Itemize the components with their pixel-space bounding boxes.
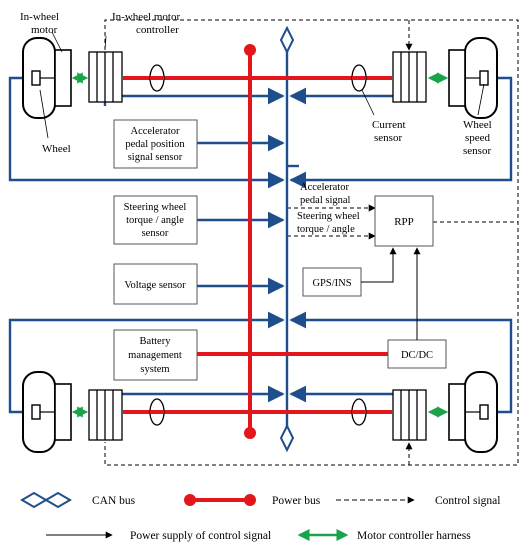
motor-controller-rear-right (392, 389, 427, 441)
legend-can-diamond-2 (44, 491, 72, 509)
rpp-label: RPP (394, 216, 414, 228)
steering-sensor-box (113, 195, 198, 245)
steering-sensor-label-2: torque / angle (126, 215, 184, 226)
in-wheel-motor-label-1: In-wheel (20, 11, 59, 23)
legend-can-bus-label: CAN bus (92, 495, 136, 507)
can-bus-top-terminal (279, 25, 295, 55)
steering-sensor-label-1: Steering wheel (124, 202, 187, 213)
legend-harness-label: Motor controller harness (357, 530, 471, 542)
legend-control-signal-label: Control signal (435, 495, 501, 507)
accel-pedal-sensor-box (113, 119, 198, 169)
wheel-rear-right (448, 371, 498, 453)
voltage-sensor-box (113, 263, 198, 305)
motor-controller-label-2: controller (136, 24, 179, 36)
legend-power-dot-2 (244, 494, 256, 506)
steering-sensor-label-3: sensor (142, 228, 169, 239)
rpp-box (374, 195, 434, 247)
legend: CAN bus Power bus Control signal Power s… (20, 491, 501, 542)
motor-controller-front-left (88, 51, 123, 103)
wheel-front-right (448, 37, 498, 119)
bms-label-2: management (128, 350, 182, 361)
power-bus-top-terminal (244, 44, 256, 56)
legend-power-supply-label: Power supply of control signal (130, 530, 271, 542)
power-bus-bottom-terminal (244, 427, 256, 439)
motor-controller-label-1: In-wheel motor (112, 11, 180, 23)
bms-box (113, 329, 198, 381)
motor-controller-front-right (392, 51, 427, 103)
control-signal-lines (104, 19, 519, 466)
steering-signal-label-2: torque / angle (297, 224, 355, 235)
current-sensor-label-2: sensor (374, 132, 402, 144)
accel-pedal-signal-label-2: pedal signal (300, 195, 351, 206)
accel-pedal-signal-label-1: Accelerator (300, 182, 349, 193)
legend-power-bus-label: Power bus (272, 495, 321, 507)
accel-pedal-sensor-label-1: Accelerator (131, 126, 180, 137)
wheel-label: Wheel (42, 143, 71, 155)
wheel-rear-left (22, 371, 72, 453)
legend-can-diamond-1 (20, 491, 48, 509)
wheel-speed-sensor-label-2: speed (465, 132, 491, 144)
wheel-front-left (22, 37, 72, 119)
power-bus-lines (123, 52, 392, 432)
legend-power-dot-1 (184, 494, 196, 506)
accel-pedal-sensor-label-3: signal sensor (128, 152, 183, 163)
wheel-speed-sensor-label-1: Wheel (463, 119, 492, 131)
in-wheel-motor-label-2: motor (31, 24, 58, 36)
steering-signal-label-1: Steering wheel (297, 211, 360, 222)
wheel-speed-sensor-label-3: sensor (463, 145, 491, 157)
accel-pedal-sensor-label-2: pedal position (125, 139, 185, 150)
gps-label: GPS/INS (312, 278, 351, 289)
current-sensor-label-1: Current (372, 119, 406, 131)
can-bus-lines (8, 45, 513, 428)
can-bus-bottom-terminal (279, 423, 295, 453)
gps-to-rpp-arrow (361, 247, 397, 283)
motor-controller-rear-left (88, 389, 123, 441)
dcdc-label: DC/DC (401, 350, 433, 361)
dcdc-box (387, 339, 447, 369)
bms-label-1: Battery (140, 336, 172, 347)
bms-label-3: system (140, 364, 169, 375)
voltage-sensor-label: Voltage sensor (124, 280, 186, 291)
